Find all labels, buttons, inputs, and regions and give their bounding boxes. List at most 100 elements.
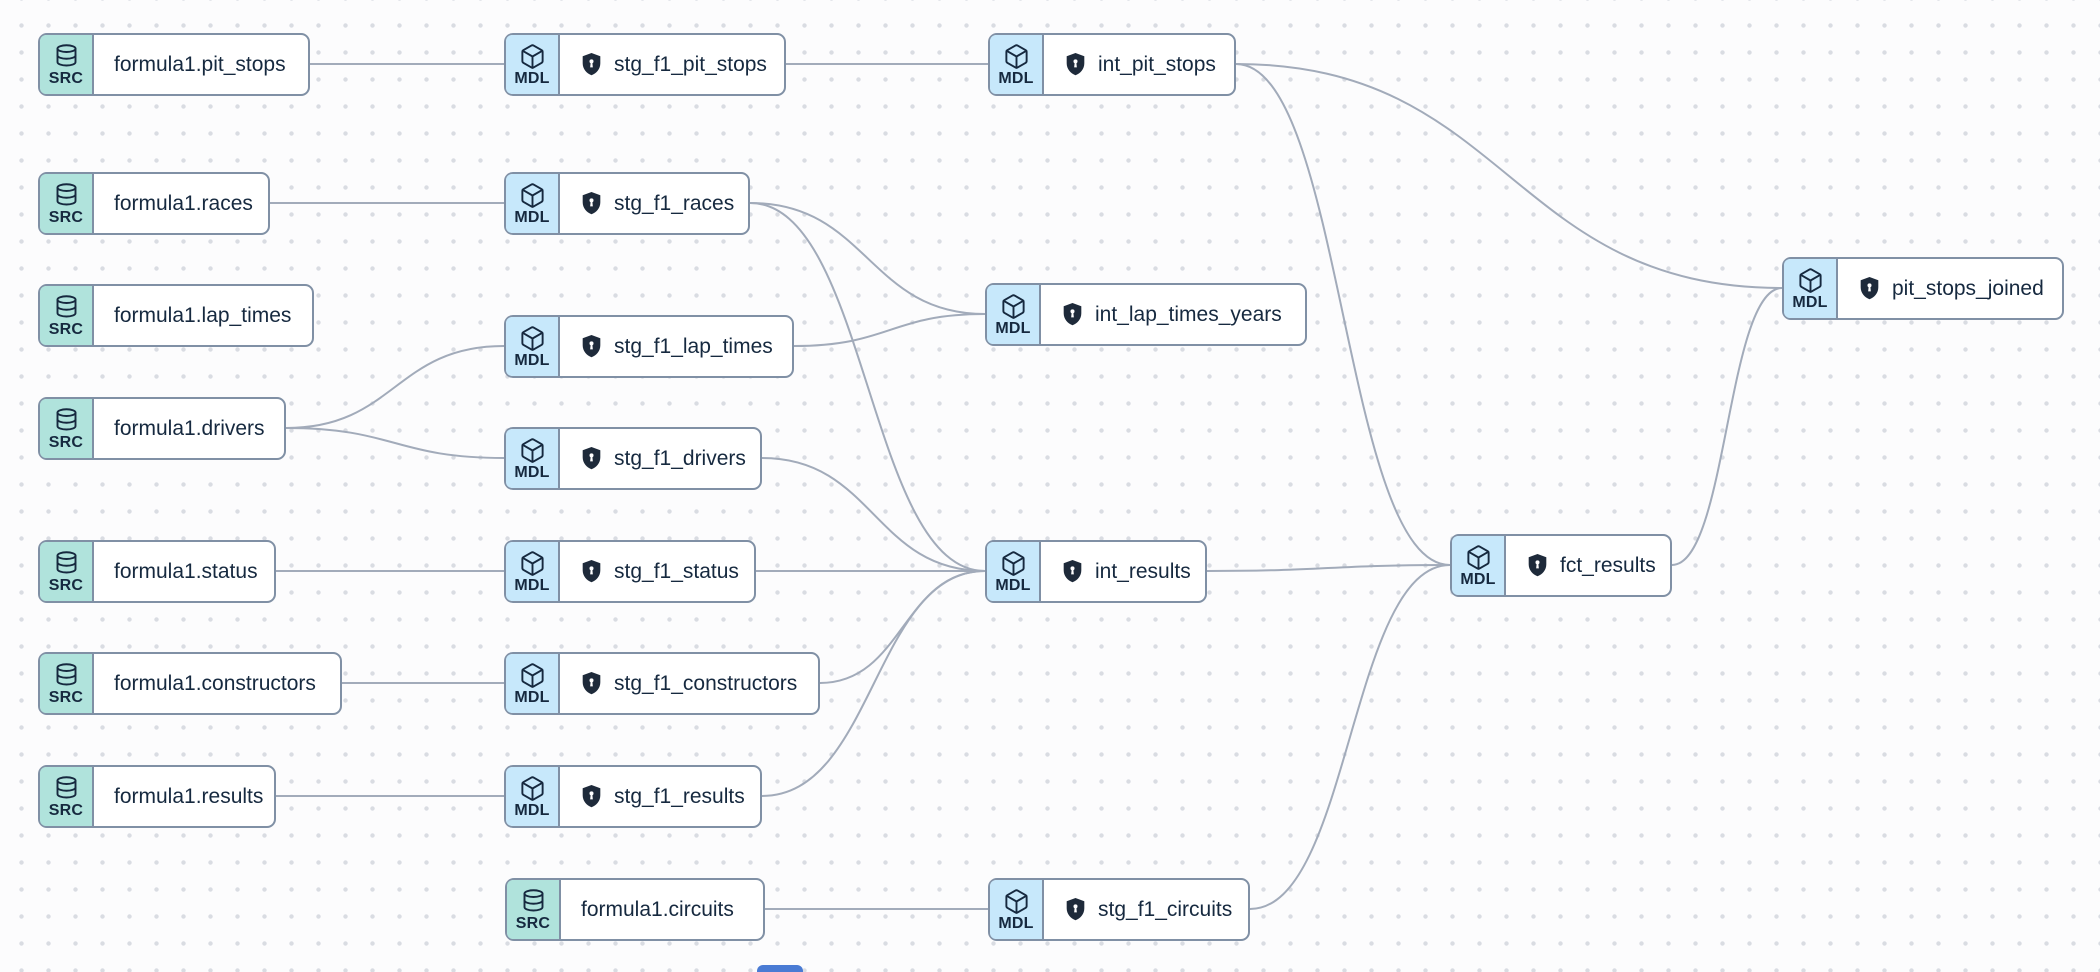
database-icon xyxy=(53,182,80,209)
cube-icon xyxy=(1000,293,1027,320)
node-label: int_results xyxy=(1095,559,1191,583)
shield-lock-icon xyxy=(580,559,603,584)
shield-lock-icon xyxy=(1064,897,1087,922)
source-type-badge: SRC xyxy=(40,654,94,713)
badge-label: MDL xyxy=(514,688,550,706)
node-label: formula1.status xyxy=(114,559,258,583)
node-formula1.drivers[interactable]: SRC formula1.drivers xyxy=(38,397,286,460)
shield-lock-icon xyxy=(580,334,603,359)
node-formula1.pit_stops[interactable]: SRC formula1.pit_stops xyxy=(38,33,310,96)
node-stg_f1_races[interactable]: MDL stg_f1_races xyxy=(504,172,750,235)
node-label-cell: stg_f1_races xyxy=(560,174,748,233)
badge-label: SRC xyxy=(48,208,84,226)
node-formula1.lap_times[interactable]: SRC formula1.lap_times xyxy=(38,284,314,347)
node-formula1.circuits[interactable]: SRC formula1.circuits xyxy=(505,878,765,941)
edge-int_results-to-fct_results xyxy=(1206,564,1451,572)
shield-lock-icon xyxy=(580,446,603,471)
badge-label: SRC xyxy=(48,801,84,819)
node-label: formula1.results xyxy=(114,784,264,808)
cube-icon xyxy=(1003,43,1030,70)
node-label-cell: formula1.circuits xyxy=(561,880,763,939)
node-pit_stops_joined[interactable]: MDL pit_stops_joined xyxy=(1782,257,2064,320)
cube-icon xyxy=(519,437,546,464)
node-int_pit_stops[interactable]: MDL int_pit_stops xyxy=(988,33,1236,96)
node-stg_f1_lap_times[interactable]: MDL stg_f1_lap_times xyxy=(504,315,794,378)
badge-label: MDL xyxy=(1792,293,1828,311)
database-icon xyxy=(520,888,547,915)
node-label-cell: stg_f1_results xyxy=(560,767,760,826)
model-type-badge: MDL xyxy=(506,317,560,376)
node-label-cell: formula1.results xyxy=(94,767,274,826)
node-stg_f1_status[interactable]: MDL stg_f1_status xyxy=(504,540,756,603)
source-type-badge: SRC xyxy=(40,399,94,458)
source-type-badge: SRC xyxy=(40,286,94,345)
badge-label: SRC xyxy=(48,688,84,706)
node-formula1.constructors[interactable]: SRC formula1.constructors xyxy=(38,652,342,715)
model-type-badge: MDL xyxy=(506,654,560,713)
badge-label: MDL xyxy=(1460,570,1496,588)
badge-label: SRC xyxy=(48,69,84,87)
node-fct_results[interactable]: MDL fct_results xyxy=(1450,534,1672,597)
node-stg_f1_drivers[interactable]: MDL stg_f1_drivers xyxy=(504,427,762,490)
node-int_lap_times_years[interactable]: MDL int_lap_times_years xyxy=(985,283,1307,346)
node-formula1.races[interactable]: SRC formula1.races xyxy=(38,172,270,235)
edge-stg_f1_results-to-int_results xyxy=(761,570,986,797)
node-formula1.results[interactable]: SRC formula1.results xyxy=(38,765,276,828)
node-label: stg_f1_status xyxy=(614,559,739,583)
edge-formula1.drivers-to-stg_f1_lap_times xyxy=(285,345,505,429)
node-label: stg_f1_pit_stops xyxy=(614,52,767,76)
badge-label: MDL xyxy=(998,914,1034,932)
node-stg_f1_pit_stops[interactable]: MDL stg_f1_pit_stops xyxy=(504,33,786,96)
model-type-badge: MDL xyxy=(987,285,1041,344)
node-int_results[interactable]: MDL int_results xyxy=(985,540,1207,603)
shield-lock-icon xyxy=(580,784,603,809)
badge-label: MDL xyxy=(514,463,550,481)
cube-icon xyxy=(519,182,546,209)
edge-stg_f1_constructors-to-int_results xyxy=(819,570,986,684)
node-label: stg_f1_drivers xyxy=(614,446,746,470)
badge-label: SRC xyxy=(48,433,84,451)
node-label: pit_stops_joined xyxy=(1892,276,2044,300)
node-formula1.status[interactable]: SRC formula1.status xyxy=(38,540,276,603)
edge-formula1.drivers-to-stg_f1_drivers xyxy=(285,427,505,459)
database-icon xyxy=(53,407,80,434)
cube-icon xyxy=(519,325,546,352)
shield-lock-icon xyxy=(580,671,603,696)
shield-lock-icon xyxy=(1061,559,1084,584)
node-label: formula1.constructors xyxy=(114,671,316,695)
cube-icon xyxy=(519,43,546,70)
node-label: int_lap_times_years xyxy=(1095,302,1282,326)
partial-node-below-viewport xyxy=(757,965,803,972)
node-stg_f1_constructors[interactable]: MDL stg_f1_constructors xyxy=(504,652,820,715)
database-icon xyxy=(53,662,80,689)
node-label: stg_f1_constructors xyxy=(614,671,798,695)
badge-label: MDL xyxy=(514,576,550,594)
node-label-cell: int_lap_times_years xyxy=(1041,285,1305,344)
node-label-cell: formula1.status xyxy=(94,542,274,601)
node-label: formula1.circuits xyxy=(581,897,734,921)
node-stg_f1_circuits[interactable]: MDL stg_f1_circuits xyxy=(988,878,1250,941)
node-label-cell: stg_f1_circuits xyxy=(1044,880,1248,939)
badge-label: MDL xyxy=(514,351,550,369)
cube-icon xyxy=(1000,550,1027,577)
shield-lock-icon xyxy=(1064,52,1087,77)
cube-icon xyxy=(519,550,546,577)
node-label-cell: stg_f1_constructors xyxy=(560,654,818,713)
badge-label: MDL xyxy=(998,69,1034,87)
cube-icon xyxy=(1003,888,1030,915)
node-stg_f1_results[interactable]: MDL stg_f1_results xyxy=(504,765,762,828)
node-label: stg_f1_circuits xyxy=(1098,897,1233,921)
edge-stg_f1_lap_times-to-int_lap_times_years xyxy=(793,313,986,347)
node-label: stg_f1_results xyxy=(614,784,745,808)
cube-icon xyxy=(519,662,546,689)
model-type-badge: MDL xyxy=(506,767,560,826)
shield-lock-icon xyxy=(1858,276,1881,301)
model-type-badge: MDL xyxy=(1784,259,1838,318)
node-label-cell: stg_f1_pit_stops xyxy=(560,35,784,94)
shield-lock-icon xyxy=(1526,553,1549,578)
node-label: formula1.lap_times xyxy=(114,303,292,327)
edge-int_pit_stops-to-fct_results xyxy=(1235,63,1451,566)
edge-stg_f1_races-to-int_lap_times_years xyxy=(749,202,986,315)
node-label-cell: stg_f1_status xyxy=(560,542,754,601)
